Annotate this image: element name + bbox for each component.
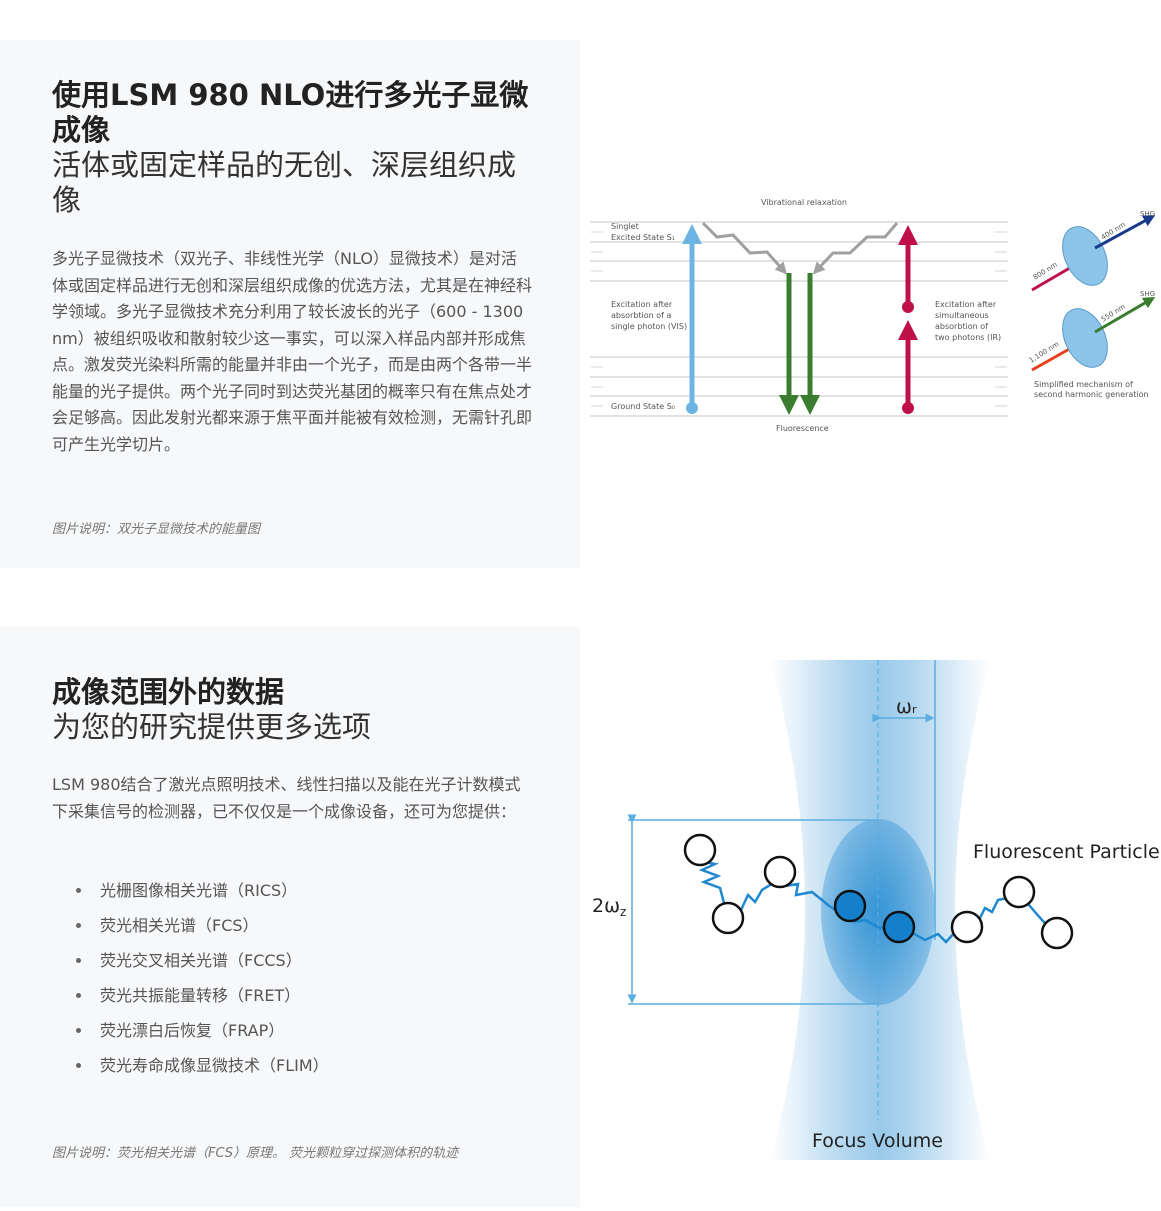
label-fluorescence: Fluorescence [776, 424, 829, 433]
label-1100nm: 1,100 nm [1028, 340, 1061, 365]
shg-caption: second harmonic generation [1034, 390, 1149, 399]
label-800nm: 800 nm [1032, 261, 1059, 282]
label-exc-single: single photon (VIS) [611, 322, 687, 331]
section-heading: 成像范围外的数据 为您的研究提供更多选项 [52, 675, 532, 745]
relaxation-left-arrow [701, 221, 787, 275]
label-shg: SHG [1140, 210, 1155, 218]
label-focus-volume: Focus Volume [812, 1130, 943, 1152]
label-exc-two: simultaneous [935, 311, 989, 320]
section-heading: 使用LSM 980 NLO进行多光子显微成像 活体或固定样品的无创、深层组织成像 [52, 78, 532, 218]
label-exc-two: absorbtion of [935, 322, 988, 331]
figure-caption: 图片说明：荧光相关光谱（FCS）原理。 荧光颗粒穿过探测体积的轨迹 [52, 1146, 459, 1161]
section-title: 使用LSM 980 NLO进行多光子显微成像 [52, 78, 529, 147]
technique-list: 光栅图像相关光谱（RICS） 荧光相关光谱（FCS） 荧光交叉相关光谱（FCCS… [52, 873, 532, 1083]
label-singlet: Singlet [611, 222, 639, 231]
section-title: 成像范围外的数据 [52, 675, 285, 709]
label-vibrational: Vibrational relaxation [761, 198, 847, 207]
label-exc-single: absorbtion of a [611, 311, 672, 320]
section-subtitle: 活体或固定样品的无创、深层组织成像 [52, 148, 517, 217]
list-item: 荧光相关光谱（FCS） [76, 908, 532, 943]
list-item: 光栅图像相关光谱（RICS） [76, 873, 532, 908]
energy-diagram: Vibrational relaxation Singlet Excited S… [590, 198, 1156, 433]
energy-levels [590, 221, 1008, 417]
figure-caption: 图片说明：双光子显微技术的能量图 [52, 522, 261, 537]
label-exc-two: Excitation after [935, 300, 997, 309]
label-wr: ωᵣ [896, 696, 917, 718]
section-multiphoton: 使用LSM 980 NLO进行多光子显微成像 活体或固定样品的无创、深层组织成像… [0, 40, 580, 568]
label-wz: 2ωz [592, 895, 626, 919]
label-fluorescent-particle: Fluorescent Particle [973, 841, 1160, 863]
list-item: 荧光漂白后恢复（FRAP） [76, 1013, 532, 1048]
label-ground-state: Ground State S₀ [611, 402, 675, 411]
section-body: 多光子显微技术（双光子、非线性光学（NLO）显微技术）是对活体或固定样品进行无创… [52, 249, 533, 454]
list-item: 荧光共振能量转移（FRET） [76, 978, 532, 1013]
label-exc-two: two photons (IR) [935, 333, 1001, 342]
fcs-diagram: ωᵣ 2ωz Fluorescent Particle Focus Volume [592, 660, 1160, 1160]
label-excited-state: Excited State S₁ [611, 233, 675, 242]
section-subtitle: 为您的研究提供更多选项 [52, 710, 372, 744]
shg-diagram: SHG SHG 800 nm 400 nm 1,100 nm 550 nm Si… [1028, 210, 1156, 399]
section-fcs: 成像范围外的数据 为您的研究提供更多选项 LSM 980结合了激光点照明技术、线… [0, 627, 580, 1207]
list-item: 荧光寿命成像显微技术（FLIM） [76, 1048, 532, 1083]
label-shg: SHG [1140, 290, 1155, 298]
shg-caption: Simplified mechanism of [1034, 380, 1133, 389]
label-exc-single: Excitation after [611, 300, 673, 309]
section-body: LSM 980结合了激光点照明技术、线性扫描以及能在光子计数模式下采集信号的检测… [52, 775, 521, 821]
fluorescent-particles [683, 833, 1074, 950]
list-item: 荧光交叉相关光谱（FCCS） [76, 943, 532, 978]
relaxation-right-arrow [812, 222, 899, 275]
